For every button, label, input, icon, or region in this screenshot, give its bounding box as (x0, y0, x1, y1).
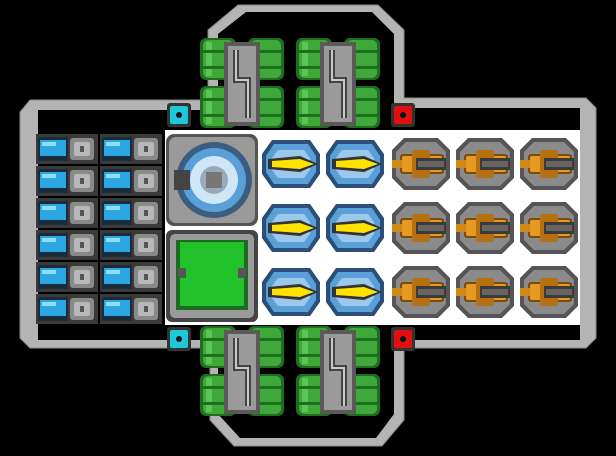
cockpit-hatch-icon (166, 230, 258, 322)
cannon-turret-icon (454, 200, 516, 256)
battery-cell-icon (100, 262, 162, 292)
cannon-turret-icon (454, 136, 516, 192)
laser-turret-icon (324, 200, 386, 256)
gyroscope-icon (166, 134, 258, 226)
battery-cell-icon (36, 198, 98, 228)
battery-cell-icon (100, 134, 162, 164)
laser-turret-icon (260, 200, 322, 256)
laser-turret-icon (260, 136, 322, 192)
battery-cell-icon (100, 166, 162, 196)
battery-cell-icon (100, 230, 162, 260)
cannon-turret-icon (518, 200, 580, 256)
cannon-turret-icon (390, 264, 452, 320)
red-connector-icon (390, 102, 416, 128)
cannon-turret-icon (390, 200, 452, 256)
cannon-turret-icon (518, 264, 580, 320)
cyan-connector-icon (166, 326, 192, 352)
fuel-tank-icon (196, 36, 288, 132)
battery-cell-icon (100, 198, 162, 228)
cyan-connector-icon (166, 102, 192, 128)
fuel-tank-icon (292, 36, 384, 132)
battery-cell-icon (36, 134, 98, 164)
red-connector-icon (390, 326, 416, 352)
battery-cell-icon (36, 230, 98, 260)
laser-turret-icon (324, 264, 386, 320)
cannon-turret-icon (518, 136, 580, 192)
laser-turret-icon (324, 136, 386, 192)
cannon-turret-icon (390, 136, 452, 192)
battery-cell-icon (100, 294, 162, 324)
fuel-tank-icon (292, 324, 384, 420)
battery-cell-icon (36, 166, 98, 196)
laser-turret-icon (260, 264, 322, 320)
fuel-tank-icon (196, 324, 288, 420)
battery-cell-icon (36, 262, 98, 292)
battery-cell-icon (36, 294, 98, 324)
cannon-turret-icon (454, 264, 516, 320)
